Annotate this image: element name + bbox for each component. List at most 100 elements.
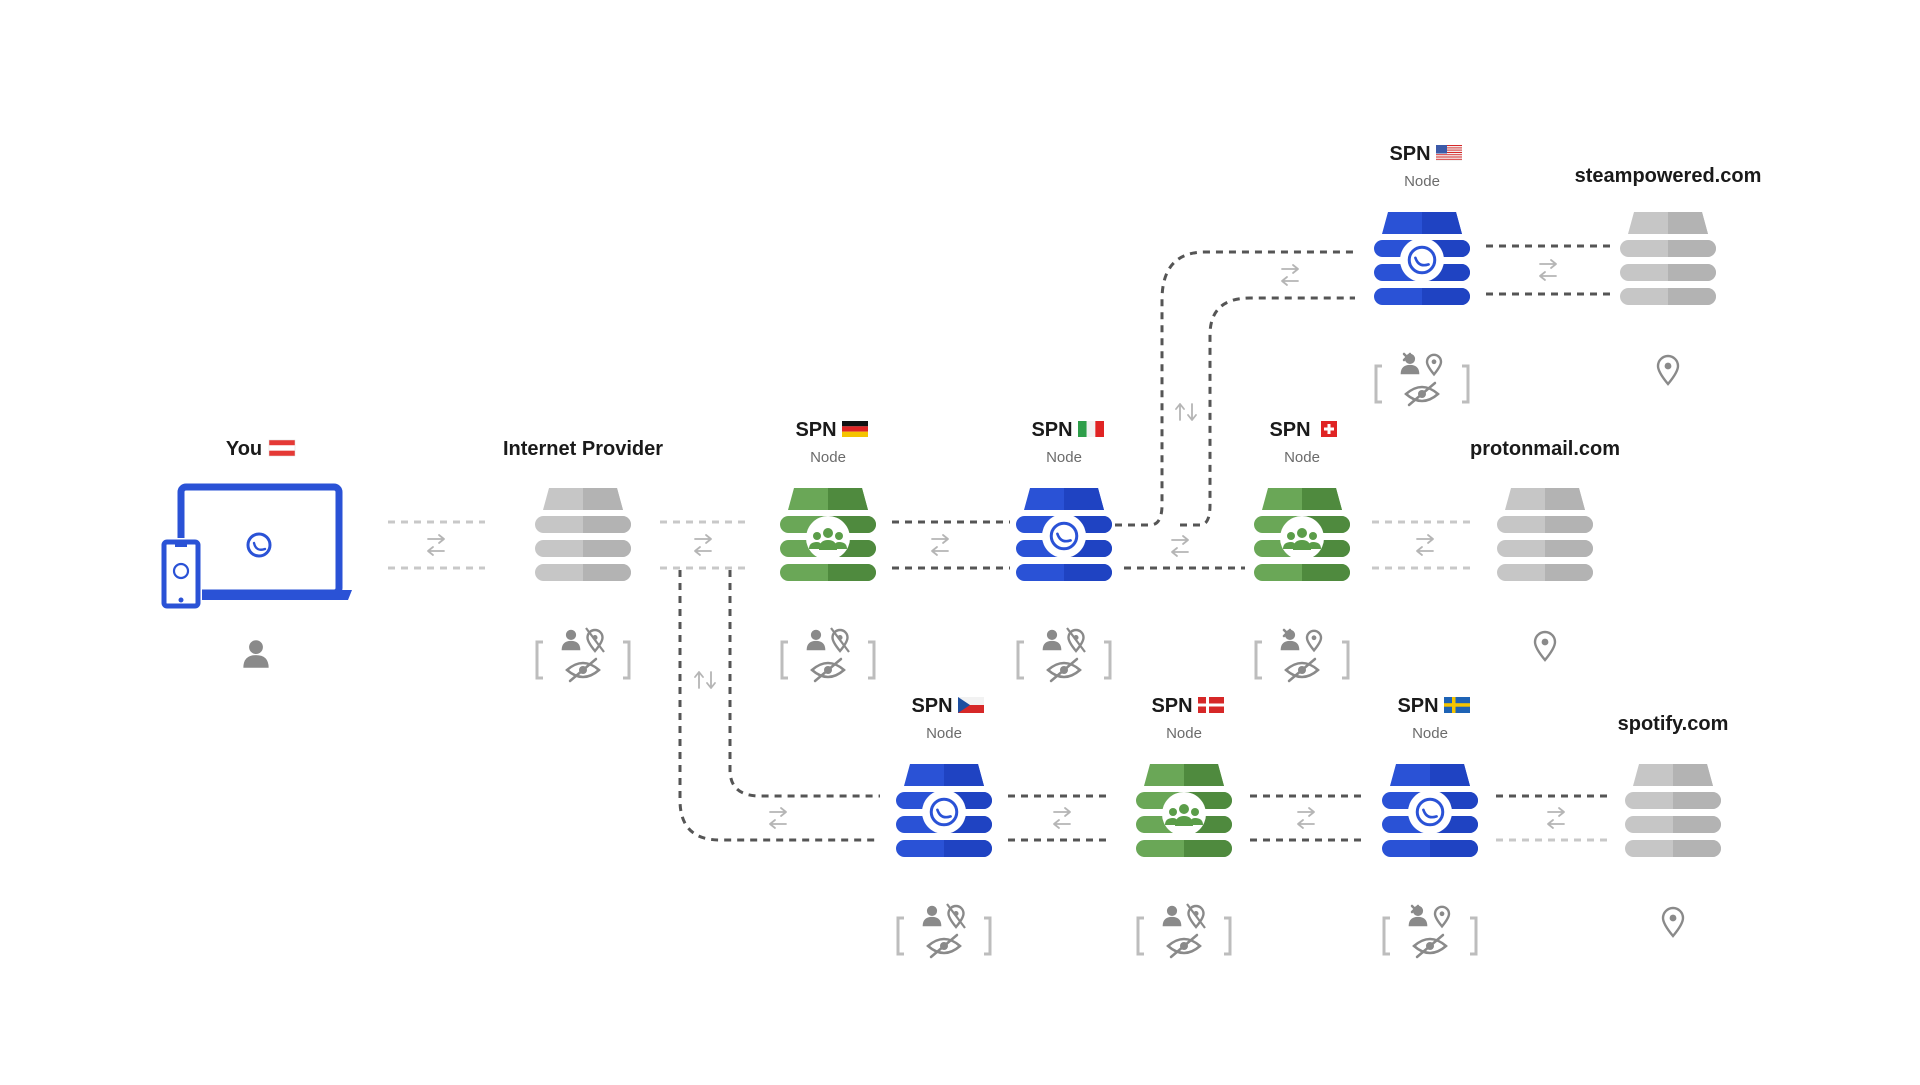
denmark-flag-icon	[1198, 697, 1224, 713]
isp-label: Internet Provider	[503, 438, 663, 460]
bracket-left	[780, 640, 788, 680]
hidden-eye-icon	[1046, 657, 1082, 683]
location-pin-icon	[1656, 354, 1680, 386]
italy-flag-icon	[1078, 421, 1104, 437]
bracket-right	[1104, 640, 1112, 680]
portmaster-logo-icon	[246, 532, 272, 558]
transfer-arrows-icon	[427, 534, 445, 556]
switzerland-flag-icon	[1321, 421, 1337, 437]
node-sublabel-de: Node	[810, 449, 846, 466]
community-icon	[1280, 516, 1324, 560]
location-pin-icon	[1661, 906, 1685, 938]
user-icon	[1280, 629, 1300, 651]
user-icon	[1042, 629, 1062, 651]
bracket-left	[1016, 640, 1024, 680]
spn-node-dk	[1136, 764, 1232, 857]
destination-server-steam	[1620, 212, 1716, 305]
no-identity-icon	[1402, 352, 1412, 362]
hidden-eye-icon	[926, 933, 962, 959]
location-pin-icon	[1305, 629, 1323, 653]
no-location-icon	[946, 903, 966, 929]
labels: You Internet Provider steampowered.com p…	[226, 165, 1762, 735]
spn-node-us	[1374, 212, 1470, 305]
user-icon	[561, 629, 581, 651]
spn-label-ch: SPN	[1269, 419, 1310, 441]
destination-label-spotify: spotify.com	[1618, 713, 1729, 735]
no-identity-icon	[1282, 628, 1292, 638]
spn-node-cz	[896, 764, 992, 857]
spn-label-dk: SPN	[1151, 695, 1192, 717]
usa-flag-icon	[1436, 145, 1462, 161]
portmaster-logo-icon	[1400, 238, 1444, 282]
spn-label-us: SPN	[1389, 143, 1430, 165]
bracket-right	[623, 640, 631, 680]
germany-flag-icon	[842, 421, 868, 437]
isp-server	[535, 488, 631, 581]
austria-flag-icon	[268, 439, 296, 457]
no-location-icon	[1066, 627, 1086, 653]
spn-node-ch	[1254, 488, 1350, 581]
spn-privacy-indicators-cz	[896, 903, 992, 959]
bracket-right	[1462, 364, 1470, 404]
transfer-arrows-icon	[1539, 259, 1557, 281]
user-icon	[922, 905, 942, 927]
no-location-icon	[830, 627, 850, 653]
bracket-right	[1342, 640, 1350, 680]
node-sublabel-se: Node	[1412, 725, 1448, 742]
user-icon	[1408, 905, 1428, 927]
spn-privacy-indicators-se	[1382, 904, 1478, 959]
spn-label-se: SPN	[1397, 695, 1438, 717]
spn-privacy-indicators-dk	[1136, 903, 1232, 959]
bracket-left	[1254, 640, 1262, 680]
phone-icon	[160, 538, 202, 610]
spn-privacy-indicators-it	[1016, 627, 1112, 683]
spn-node-it	[1016, 488, 1112, 581]
portmaster-logo-icon	[1042, 514, 1086, 558]
node-sublabel-us: Node	[1404, 173, 1440, 190]
destination-label-steam: steampowered.com	[1575, 165, 1762, 187]
sweden-flag-icon	[1444, 697, 1470, 713]
transfer-arrows-icon	[1416, 534, 1434, 556]
bracket-left	[535, 640, 543, 680]
spn-node-de	[780, 488, 876, 581]
spn-label-cz: SPN	[911, 695, 952, 717]
destination-label-proton: protonmail.com	[1470, 438, 1620, 460]
isp-privacy-indicators	[535, 627, 631, 683]
no-location-icon	[585, 627, 605, 653]
line-it-us-outer	[1115, 250, 1355, 527]
line-isp-cz-outer	[678, 570, 880, 842]
spn-label-it: SPN	[1031, 419, 1072, 441]
user-icon	[243, 640, 269, 668]
line-isp-cz-inner	[728, 570, 880, 798]
spn-privacy-indicators-de	[780, 627, 876, 683]
bracket-right	[868, 640, 876, 680]
node-sublabel-it: Node	[1046, 449, 1082, 466]
transfer-arrows-icon	[931, 534, 949, 556]
hidden-eye-icon	[810, 657, 846, 683]
node-sublabel-dk: Node	[1166, 725, 1202, 742]
nodes: SPNNodeSPNNodeSPNNodeSPNNodeSPNNodeSPNNo…	[160, 143, 1721, 959]
czech-flag-icon	[958, 697, 984, 713]
hidden-eye-icon	[1412, 933, 1448, 959]
user-icon	[1400, 353, 1420, 375]
user-icon	[806, 629, 826, 651]
hidden-eye-icon	[1166, 933, 1202, 959]
transfer-arrows-icon	[1281, 264, 1299, 286]
no-identity-icon	[1410, 904, 1420, 914]
hidden-eye-icon	[565, 657, 601, 683]
bracket-right	[1470, 916, 1478, 956]
bracket-left	[1136, 916, 1144, 956]
transfer-arrows-icon	[694, 671, 716, 689]
you-label: You	[226, 438, 262, 460]
destination-server-proton	[1497, 488, 1593, 581]
bracket-right	[1224, 916, 1232, 956]
community-icon	[806, 516, 850, 560]
user-icon	[1162, 905, 1182, 927]
portmaster-logo-icon	[1408, 790, 1452, 834]
spn-label-de: SPN	[795, 419, 836, 441]
location-pin-icon	[1533, 630, 1557, 662]
transfer-arrows-icon	[1171, 535, 1189, 557]
transfer-arrows-icon	[1175, 403, 1197, 421]
